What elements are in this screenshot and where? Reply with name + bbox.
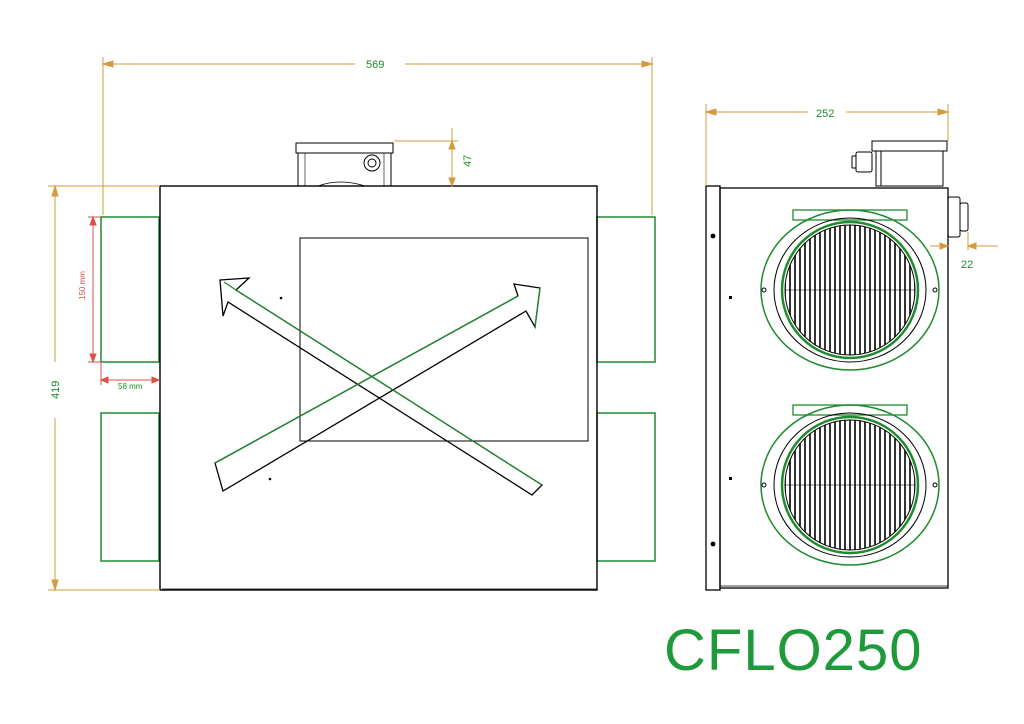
front-view: 569 419 150 mm 58 mm: [48, 57, 656, 592]
housing-side: [719, 187, 949, 589]
dimension-depth: [704, 104, 950, 186]
airflow-arrows: [214, 277, 544, 496]
dimension-spigot-length: [99, 362, 161, 385]
spigot-face-upper: [760, 209, 940, 371]
dimension-gland-label: 22: [961, 259, 973, 271]
side-view: 252 22: [704, 104, 998, 591]
dimension-spigot-diameter-label: 150 mm: [78, 271, 87, 300]
junction-box-side: [851, 140, 948, 187]
dimension-gland: [930, 232, 998, 250]
spigot-left-top: [100, 216, 160, 363]
spigot-right-top: [596, 216, 656, 363]
dimension-height-label: 419: [50, 381, 62, 399]
spigot-left-bottom: [100, 412, 160, 562]
mounting-flange: [705, 185, 721, 591]
dimension-junction-box-label: 47: [462, 155, 474, 167]
dimension-width-label: 569: [366, 59, 384, 71]
dimension-width: [101, 57, 654, 215]
dimension-spigot-length-label: 58 mm: [118, 382, 143, 391]
dimension-depth-label: 252: [816, 108, 834, 120]
dimension-junction-box: [394, 128, 458, 188]
spigot-face-lower: [760, 404, 940, 566]
dimension-height: [48, 184, 160, 592]
junction-box-front: [295, 142, 394, 187]
cable-gland: [947, 196, 969, 238]
dimension-spigot-diameter: [88, 215, 101, 364]
model-title: CFLO250: [664, 618, 923, 683]
housing-front: [159, 185, 598, 591]
spigot-right-bottom: [596, 412, 656, 562]
access-panel: [299, 237, 589, 442]
